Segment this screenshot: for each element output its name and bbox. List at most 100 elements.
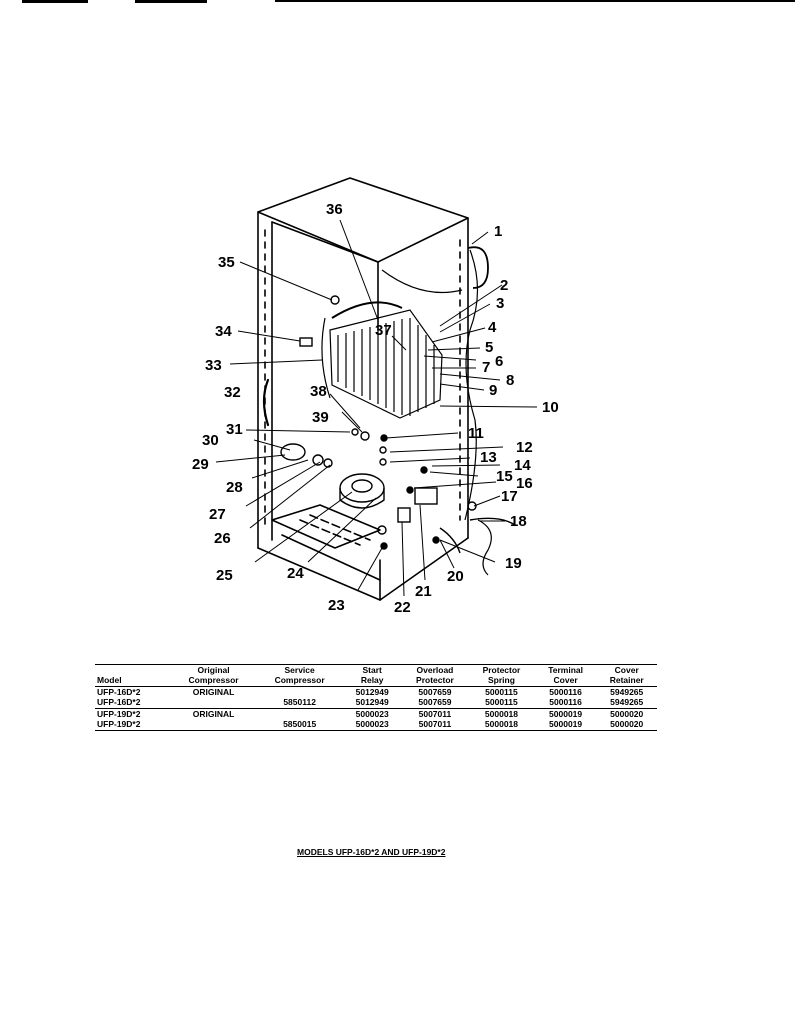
- callout-8: 8: [506, 372, 514, 389]
- cell-cover-retainer: 5949265: [596, 697, 657, 709]
- callout-23: 23: [328, 597, 345, 614]
- callout-17: 17: [501, 488, 518, 505]
- callout-33: 33: [205, 357, 222, 374]
- callout-35: 35: [218, 254, 235, 271]
- condenser-drawing: [321, 246, 492, 576]
- callout-29: 29: [192, 456, 209, 473]
- callout-30: 30: [202, 432, 219, 449]
- cell-model: UFP-19D*2: [95, 719, 171, 731]
- callout-10: 10: [542, 399, 559, 416]
- callout-16: 16: [516, 475, 533, 492]
- condenser-fins: [337, 318, 435, 416]
- callout-31: 31: [226, 421, 243, 438]
- cell-overload-protector: 5007011: [401, 719, 469, 731]
- callout-22: 22: [394, 599, 411, 616]
- callout-14: 14: [514, 457, 531, 474]
- header-retainer-line1: Cover: [614, 665, 639, 675]
- cell-cover-retainer: 5949265: [610, 687, 644, 697]
- callout-32: 32: [224, 384, 241, 401]
- callout-labels: 1 2 3 4 5 6 7 8 9 10 11 12 13 14 15 16 1…: [192, 201, 559, 616]
- cell-overload-protector: 5007011: [418, 709, 452, 719]
- header-start-line2: Relay: [360, 675, 384, 685]
- exploded-parts-diagram: 1 2 3 4 5 6 7 8 9 10 11 12 13 14 15 16 1…: [192, 177, 559, 616]
- callout-13: 13: [480, 449, 497, 466]
- header-strip: [0, 0, 800, 4]
- table-row: UFP-19D*2 ORIGINAL 5000023 5007011 50000…: [95, 709, 657, 720]
- header-original-line2: Compressor: [188, 675, 239, 685]
- callout-28: 28: [226, 479, 243, 496]
- header-model: Model: [95, 664, 171, 687]
- table-row: UFP-16D*2 5850112 5012949 5007659 500011…: [95, 697, 657, 709]
- callout-25: 25: [216, 567, 233, 584]
- table-row: UFP-16D*2 ORIGINAL 5012949 5007659 50001…: [95, 687, 657, 698]
- header-service-line2: Compressor: [274, 675, 325, 685]
- callout-24: 24: [287, 565, 304, 582]
- cell-model: UFP-19D*2: [97, 709, 141, 719]
- header-spring-line2: Spring: [488, 675, 515, 685]
- callout-9: 9: [489, 382, 497, 399]
- cell-start-relay: 5000023: [342, 719, 402, 731]
- cell-cover-retainer: 5000020: [596, 719, 657, 731]
- header-terminal-line1: Terminal: [548, 665, 583, 675]
- callout-34: 34: [215, 323, 232, 340]
- callout-2: 2: [500, 277, 508, 294]
- callout-12: 12: [516, 439, 533, 456]
- table-row: UFP-19D*2 5850015 5000023 5007011 500001…: [95, 719, 657, 731]
- callout-27: 27: [209, 506, 226, 523]
- callout-26: 26: [214, 530, 231, 547]
- cell-start-relay: 5000023: [355, 709, 389, 719]
- callout-37: 37: [375, 322, 392, 339]
- cell-terminal-cover: 5000116: [549, 687, 582, 697]
- callout-3: 3: [496, 295, 504, 312]
- header-spring-line1: Protector: [482, 665, 521, 675]
- cell-protector-spring: 5000115: [485, 687, 518, 697]
- cell-protector-spring: 5000115: [468, 697, 535, 709]
- cell-cover-retainer: 5000020: [610, 709, 644, 719]
- header-start-line1: Start: [362, 665, 382, 675]
- cell-service-compressor: 5850015: [256, 719, 343, 731]
- cell-service-compressor: [257, 687, 343, 698]
- cell-start-relay: 5012949: [342, 697, 402, 709]
- callout-39: 39: [312, 409, 329, 426]
- parts-table-body: UFP-16D*2 ORIGINAL 5012949 5007659 50001…: [95, 687, 657, 731]
- cell-terminal-cover: 5000019: [549, 709, 583, 719]
- cabinet-drawing: [257, 177, 469, 601]
- cell-overload-protector: 5007659: [418, 687, 452, 697]
- callout-6: 6: [495, 353, 503, 370]
- callout-20: 20: [447, 568, 464, 585]
- cell-original-compressor: ORIGINAL: [192, 709, 235, 719]
- cell-original-compressor: [170, 719, 257, 731]
- callout-21: 21: [415, 583, 432, 600]
- callout-15: 15: [496, 468, 513, 485]
- cell-service-compressor: [257, 709, 343, 720]
- header-model-line2: Model: [97, 675, 122, 685]
- header-overload-line1: Overload: [416, 665, 454, 675]
- cell-protector-spring: 5000018: [484, 709, 518, 719]
- callout-7: 7: [482, 359, 490, 376]
- callout-18: 18: [510, 513, 527, 530]
- leader-lines: [215, 219, 538, 597]
- callout-19: 19: [505, 555, 522, 572]
- cell-model: UFP-16D*2: [97, 687, 141, 697]
- cell-terminal-cover: 5000116: [534, 697, 597, 709]
- cell-original-compressor: [170, 697, 257, 709]
- callout-4: 4: [488, 319, 497, 336]
- callout-36: 36: [326, 201, 343, 218]
- callout-5: 5: [485, 339, 493, 356]
- header-terminal-line2: Cover: [553, 675, 578, 685]
- callout-1: 1: [494, 223, 502, 240]
- callout-38: 38: [310, 383, 327, 400]
- header-original-line1: Original: [197, 665, 230, 675]
- header-service-line1: Service: [284, 665, 315, 675]
- models-caption: MODELS UFP-16D*2 AND UFP-19D*2: [297, 847, 446, 857]
